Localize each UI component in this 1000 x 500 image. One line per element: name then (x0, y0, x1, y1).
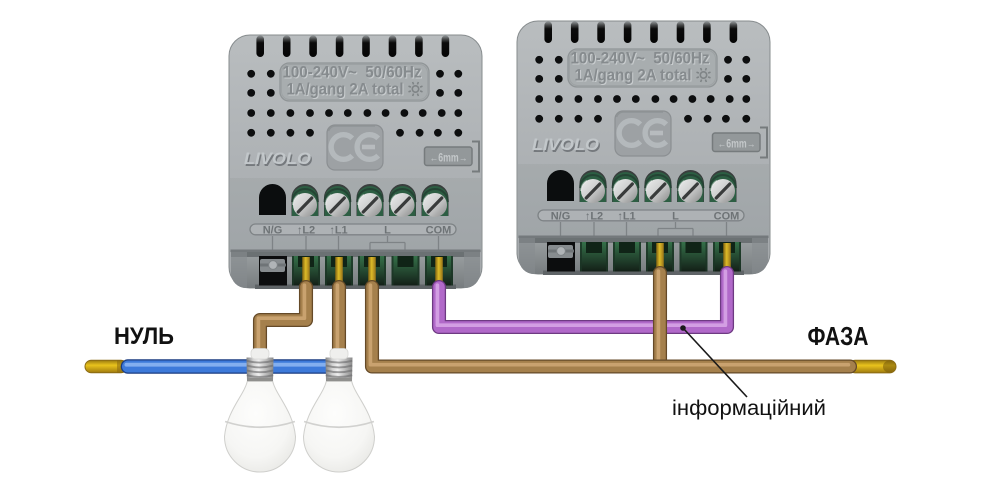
svg-text:ФАЗА: ФАЗА (808, 323, 869, 351)
svg-text:інформаційний: інформаційний (672, 397, 826, 420)
svg-text:НУЛЬ: НУЛЬ (114, 323, 174, 350)
